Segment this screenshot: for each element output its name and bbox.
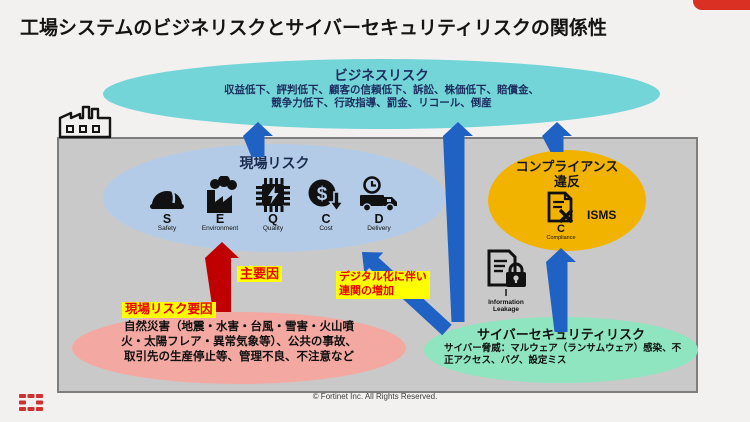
factory-smoke-icon — [194, 176, 247, 213]
isms-label: ISMS — [587, 208, 617, 222]
page-title: 工場システムのビジネリスクとサイバーセキュリティリスクの関係性 — [20, 18, 607, 39]
genba-factors-line2: 火・太陽フレア・異常気象等）、公共の事故、 — [121, 335, 357, 348]
business-risk-title: ビジネスリスク — [334, 68, 429, 83]
document-lock-icon — [487, 249, 526, 287]
genba-risk-ellipse: 現場リスク S Safety E — [103, 144, 446, 252]
factory-outline-icon — [55, 104, 115, 139]
cyber-risk-line1: サイバー脅威：マルウェア（ランサムウェア）感染、不 — [444, 343, 682, 354]
cyber-risk-line2: 正アクセス、バグ、設定ミス — [444, 354, 567, 366]
business-risk-ellipse: ビジネスリスク 収益低下、評判低下、顧客の信頼低下、訴訟、株価低下、賠償金、 競… — [103, 59, 660, 129]
hard-hat-icon — [141, 176, 194, 213]
cyber-risk-title: サイバーセキュリティリスク — [477, 327, 645, 342]
digital-line2: 連関の増加 — [339, 284, 394, 297]
compliance-label: Compliance — [546, 235, 576, 241]
genba-risk-title: 現場リスク — [239, 155, 310, 171]
seqcd-row: S Safety E Environment — [141, 176, 409, 233]
genba-factors-line3: 取引先の生産停止等、管理不良、不注意など — [124, 350, 354, 363]
compliance-letter: C — [557, 223, 565, 235]
info-leakage-label2: Leakage — [492, 306, 520, 314]
copyright-text: © Fortinet Inc. All Rights Reserved. — [312, 392, 438, 401]
compliance-title-line1: コンプライアンス — [515, 159, 619, 174]
document-x-icon — [547, 191, 574, 224]
digital-increase-label: デジタル化に伴い 連関の増加 — [336, 271, 430, 299]
business-risk-line1: 収益低下、評判低下、顧客の信頼低下、訴訟、株価低下、賠償金、 — [224, 84, 539, 96]
info-leakage-stack: I Information Leakage — [477, 249, 535, 314]
seqcd-item-environment: E Environment — [194, 176, 247, 233]
compliance-title-line2: 違反 — [553, 173, 580, 189]
compliance-ellipse: コンプライアンス 違反 C Compliance ISMS — [488, 150, 646, 251]
info-leakage-letter: I — [504, 288, 508, 299]
digital-line1: デジタル化に伴い — [339, 271, 427, 283]
seqcd-item-cost: $ C Cost — [300, 176, 353, 233]
seqcd-item-safety: S Safety — [141, 176, 194, 233]
compliance-icon-stack: C Compliance — [538, 190, 584, 241]
seqcd-item-quality: Q Quality — [247, 176, 300, 233]
svg-text:$: $ — [317, 184, 328, 205]
cyber-risk-ellipse: サイバーセキュリティリスク サイバー脅威：マルウェア（ランサムウェア）感染、不 … — [424, 317, 698, 383]
seqcd-item-delivery: D Delivery — [353, 176, 406, 233]
top-right-accent-bar — [693, 0, 750, 10]
business-risk-line2: 競争力低下、行政指導、罰金、リコール、倒産 — [271, 97, 492, 110]
fortinet-logo-icon — [19, 394, 43, 411]
genba-factors-ellipse: 自然災害（地震・水害・台風・雪害・火山噴 火・太陽フレア・異常気象等）、公共の事… — [72, 312, 406, 384]
chip-icon — [247, 176, 300, 213]
genba-factor-label: 現場リスク要因 — [122, 302, 216, 318]
dollar-down-icon: $ — [300, 176, 353, 213]
info-leakage-label1: Information — [488, 299, 524, 306]
truck-clock-icon — [353, 176, 406, 213]
genba-factors-line1: 自然災害（地震・水害・台風・雪害・火山噴 — [124, 321, 354, 333]
main-factor-label: 主要因 — [237, 266, 283, 283]
